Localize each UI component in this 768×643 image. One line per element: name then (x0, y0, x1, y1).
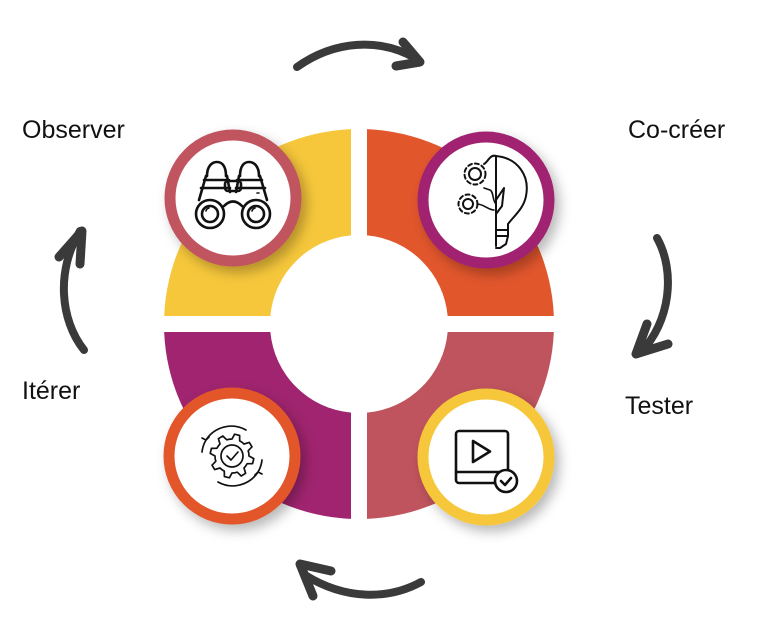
arrow-observer-to-cocreer (293, 37, 425, 71)
arrow-cocreer-to-tester (631, 234, 673, 359)
badge-tester (417, 388, 555, 526)
step-label-cocreer: Co-créer (628, 116, 726, 144)
lightbulb-gears-icon (457, 154, 528, 249)
badge-observer (164, 129, 302, 267)
video-check-icon (454, 429, 519, 494)
arrow-iterer-to-observer (54, 226, 88, 354)
step-label-observer: Observer (22, 116, 125, 144)
arrow-tester-to-iterer (295, 559, 425, 601)
step-label-tester: Tester (625, 392, 694, 420)
binoculars-icon (194, 160, 272, 230)
badge-iterer (163, 387, 301, 525)
step-label-iterer: Itérer (22, 377, 81, 405)
badge-cocreer (417, 131, 555, 269)
gear-cycle-check-icon (201, 425, 263, 487)
